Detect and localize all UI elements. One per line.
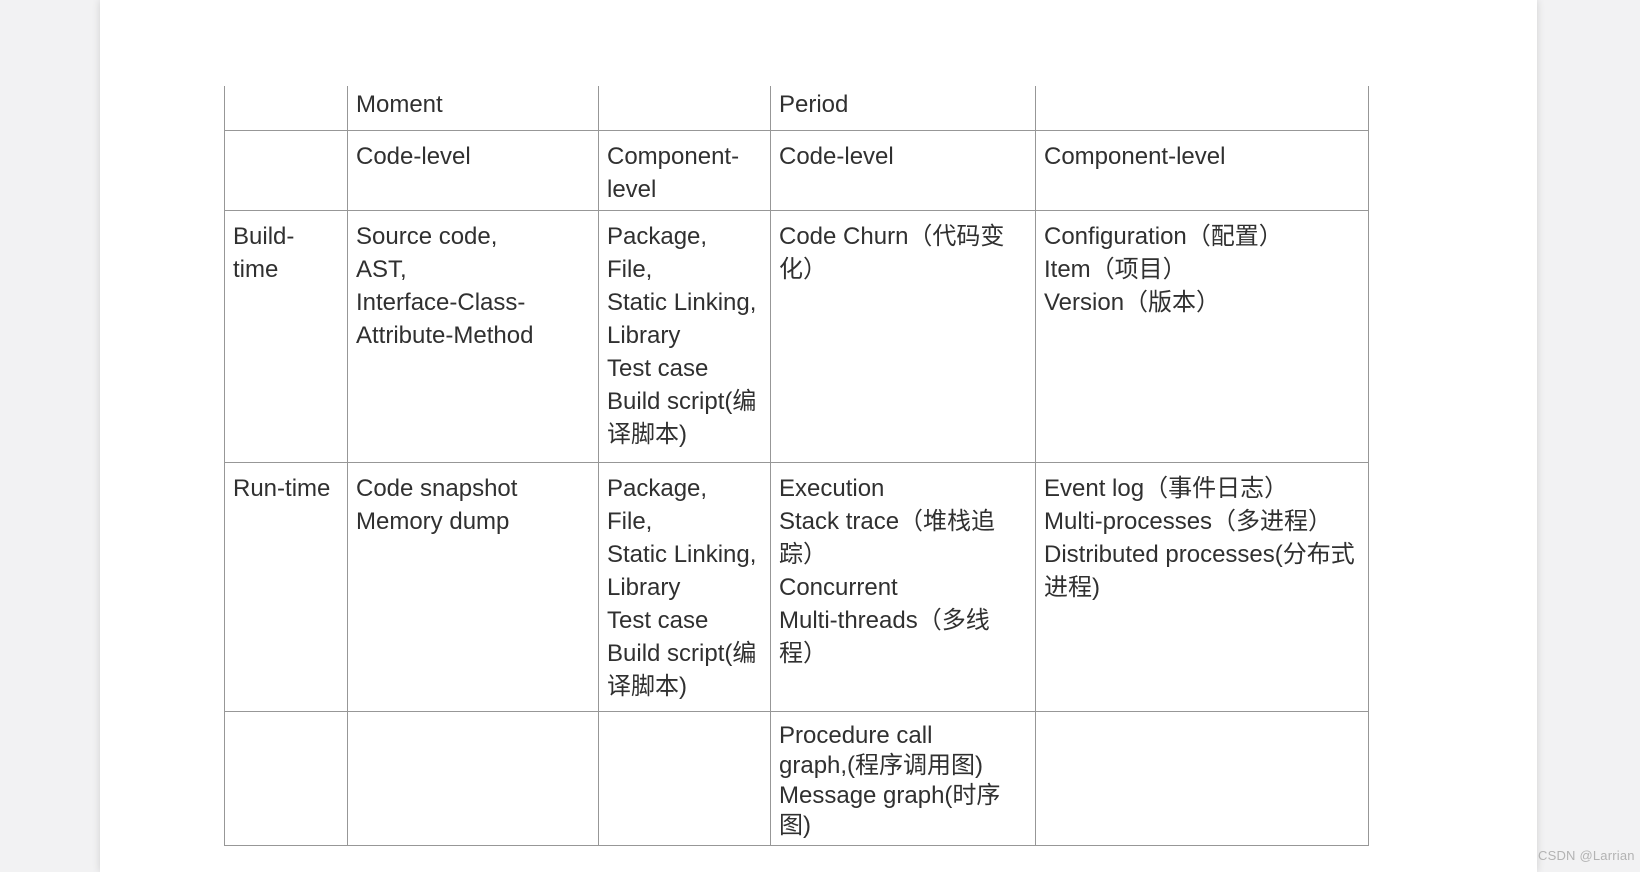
csdn-watermark: CSDN @Larrian bbox=[1538, 848, 1635, 863]
subheader-moment-component-level: Component- level bbox=[598, 129, 771, 211]
table-row-build-time: Build- time Source code, AST, Interface-… bbox=[224, 209, 1369, 463]
subheader-moment-code-level: Code-level bbox=[347, 129, 599, 211]
artifacts-table: Moment Period Code-level Component- leve… bbox=[224, 86, 1369, 846]
cell-empty bbox=[598, 710, 771, 846]
cell-build-period-code: Code Churn（代码变 化） bbox=[770, 209, 1036, 463]
table-row-group-headers: Moment Period bbox=[224, 86, 1369, 131]
cell-run-period-component: Event log（事件日志） Multi-processes（多进程） Dis… bbox=[1035, 461, 1369, 712]
cell-run-period-code: Execution Stack trace（堆栈追 踪） Concurrent … bbox=[770, 461, 1036, 712]
cell-run-moment-component: Package, File, Static Linking, Library T… bbox=[598, 461, 771, 712]
cell-empty bbox=[347, 710, 599, 846]
subheader-period-code-level: Code-level bbox=[770, 129, 1036, 211]
row-label-run-time: Run-time bbox=[224, 461, 348, 712]
table-row-run-time: Run-time Code snapshot Memory dump Packa… bbox=[224, 461, 1369, 712]
cell-empty bbox=[1035, 86, 1369, 131]
cell-build-moment-code: Source code, AST, Interface-Class- Attri… bbox=[347, 209, 599, 463]
subheader-period-component-level: Component-level bbox=[1035, 129, 1369, 211]
cell-corner-empty bbox=[224, 86, 348, 131]
cell-empty bbox=[224, 129, 348, 211]
header-period: Period bbox=[770, 86, 1036, 131]
table-row-graphs: Procedure call graph,(程序调用图) Message gra… bbox=[224, 710, 1369, 846]
cell-run-moment-code: Code snapshot Memory dump bbox=[347, 461, 599, 712]
cell-empty bbox=[598, 86, 771, 131]
cell-build-moment-component: Package, File, Static Linking, Library T… bbox=[598, 209, 771, 463]
cell-period-code-graphs: Procedure call graph,(程序调用图) Message gra… bbox=[770, 710, 1036, 846]
row-label-build-time: Build- time bbox=[224, 209, 348, 463]
cell-empty bbox=[224, 710, 348, 846]
cell-empty bbox=[1035, 710, 1369, 846]
page-canvas: Moment Period Code-level Component- leve… bbox=[100, 0, 1537, 872]
cell-build-period-component: Configuration（配置） Item（项目） Version（版本） bbox=[1035, 209, 1369, 463]
header-moment: Moment bbox=[347, 86, 599, 131]
table-row-level-subheaders: Code-level Component- level Code-level C… bbox=[224, 129, 1369, 211]
